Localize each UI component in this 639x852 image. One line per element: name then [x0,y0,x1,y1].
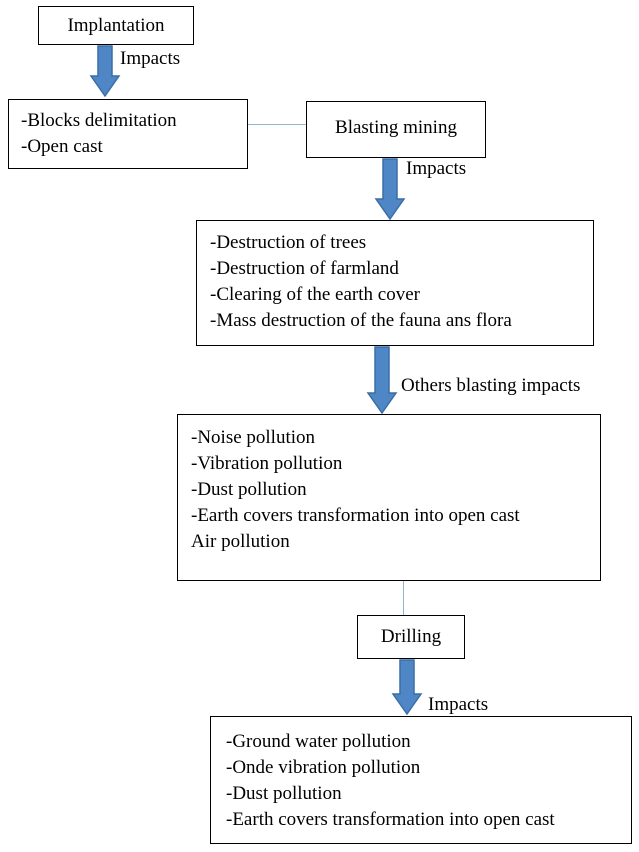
impact-line: -Destruction of trees [210,232,367,253]
impact-line: -Dust pollution [191,479,307,500]
implantation-impacts-box: -Blocks delimitation -Open cast [8,99,248,169]
connector-blocks-to-blasting [247,124,307,125]
arrow-other-impacts-down [366,346,398,415]
arrow-drilling-down [391,659,423,716]
arrow2-label: Impacts [406,158,467,179]
impact-line: -Destruction of farmland [210,258,399,279]
impact-line: -Noise pollution [191,427,316,448]
impact-line: -Blocks delimitation [21,110,177,131]
impact-line: -Mass destruction of the fauna ans flora [210,310,512,331]
impact-line: -Ground water pollution [226,731,411,752]
implantation-box: Implantation [38,6,194,45]
blasting-mining-box: Blasting mining [306,101,486,158]
arrow-implantation-down [89,45,121,98]
drilling-impacts-box: -Ground water pollution -Onde vibration … [210,716,632,844]
implantation-title: Implantation [67,15,165,36]
impact-line: -Clearing of the earth cover [210,284,420,305]
drilling-box: Drilling [357,615,465,659]
impact-line: -Earth covers transformation into open c… [226,809,555,830]
arrow4-label: Impacts [428,694,489,715]
drilling-title: Drilling [380,626,442,647]
impact-line: -Vibration pollution [191,453,343,474]
impact-line: -Earth covers transformation into open c… [191,505,520,526]
impact-line: Air pollution [191,531,290,552]
other-impacts-box: -Noise pollution -Vibration pollution -D… [177,414,601,581]
connector-pollution-to-drilling [403,581,404,615]
arrow-blasting-down [374,158,406,221]
arrow1-label: Impacts [120,48,181,69]
blasting-impacts-box: -Destruction of trees -Destruction of fa… [196,220,594,346]
blasting-mining-title: Blasting mining [335,117,457,138]
impact-line: -Open cast [21,136,103,157]
impact-line: -Onde vibration pollution [226,757,421,778]
impact-line: -Dust pollution [226,783,342,804]
arrow3-label: Others blasting impacts [401,375,581,396]
